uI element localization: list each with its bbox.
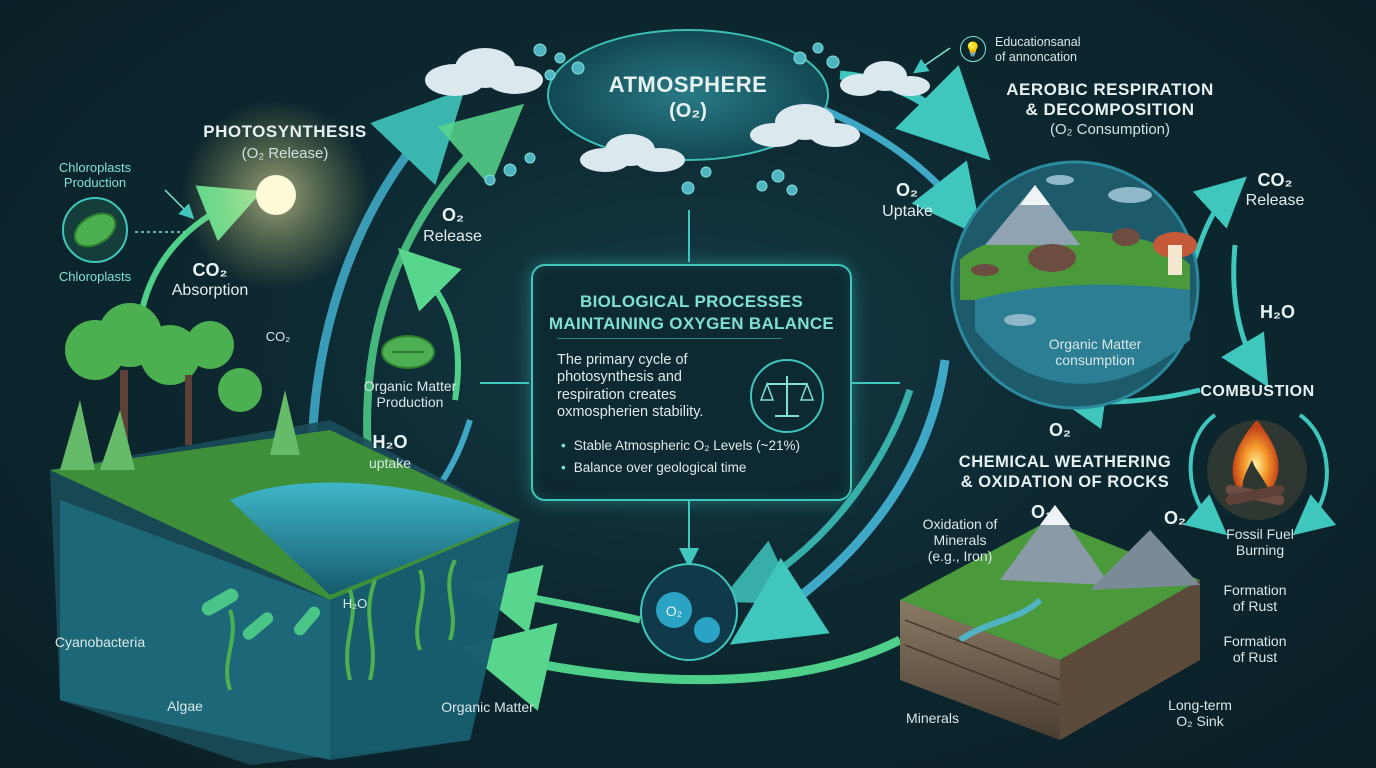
organic-matter-label: Organic Matter xyxy=(430,699,545,715)
o2-release-label: Release xyxy=(410,228,495,246)
co2-absorption-label: Absorption xyxy=(160,282,260,300)
chloroplasts-label: Chloroplasts xyxy=(40,270,150,285)
photosynthesis-title: PHOTOSYNTHESIS xyxy=(185,122,385,142)
atmosphere-formula: (O₂) xyxy=(588,100,788,123)
edu-note-line2: of annoncation xyxy=(995,50,1077,64)
central-title-2: MAINTAINING OXYGEN BALANCE xyxy=(533,314,850,334)
cloud-right xyxy=(840,61,930,96)
central-divider xyxy=(557,338,782,339)
h2o-uptake-label: uptake xyxy=(360,455,420,471)
co2-small-label: CO₂ xyxy=(258,330,298,345)
o2-release-formula: O₂ xyxy=(428,205,478,226)
combustion-title: COMBUSTION xyxy=(1190,383,1325,401)
lightbulb-icon: 💡 xyxy=(960,36,986,62)
o2-molecule-label: O₂ xyxy=(666,603,682,619)
fossil-fuel-label: Fossil Fuel Burning xyxy=(1210,526,1310,558)
weathering-o2-left: O₂ xyxy=(1022,502,1062,523)
o2-right-label: O₂ xyxy=(1040,420,1080,441)
weathering-o2-right: O₂ xyxy=(1155,508,1195,529)
rust-label-1: Formation of Rust xyxy=(1205,582,1305,614)
h2o-uptake-formula: H₂O xyxy=(360,432,420,453)
h2o-right-label: H₂O xyxy=(1250,302,1305,323)
cloud-left xyxy=(425,48,543,96)
central-bullet-2: Balance over geological time xyxy=(561,460,746,475)
left-ecosystem xyxy=(50,303,520,765)
arrow-bottom-left-2 xyxy=(495,590,640,620)
central-info-box: BIOLOGICAL PROCESSES MAINTAINING OXYGEN … xyxy=(531,264,852,501)
organic-matter-production-label: Organic Matter Production xyxy=(350,378,470,410)
weathering-title-1: CHEMICAL WEATHERING xyxy=(945,453,1185,472)
respiration-subtitle: (O₂ Consumption) xyxy=(980,121,1240,138)
co2-absorption-formula: CO₂ xyxy=(175,260,245,281)
respiration-title-2: & DECOMPOSITION xyxy=(980,100,1240,120)
edu-pointer xyxy=(918,48,950,70)
o2-uptake-label: Uptake xyxy=(870,203,945,221)
o2-molecule-icon: O₂ xyxy=(641,564,737,660)
edu-note-line1: Educationsanal xyxy=(995,35,1080,49)
respiration-scene xyxy=(952,162,1198,408)
o2-sink-label: Long-term O₂ Sink xyxy=(1150,697,1250,729)
weathering-title-2: & OXIDATION OF ROCKS xyxy=(945,473,1185,492)
fire-icon xyxy=(1207,420,1307,520)
central-title-1: BIOLOGICAL PROCESSES xyxy=(533,292,850,312)
co2-release-formula: CO₂ xyxy=(1245,170,1305,191)
co2-release-label: Release xyxy=(1235,192,1315,210)
atmosphere-title: ATMOSPHERE xyxy=(588,72,788,97)
balance-scale-icon xyxy=(747,356,827,436)
photosynthesis-subtitle: (O₂ Release) xyxy=(185,145,385,162)
chloroplasts-production-label: Chloroplasts Production xyxy=(40,161,150,191)
minerals-label: Minerals xyxy=(895,710,970,726)
algae-label: Algae xyxy=(160,698,210,714)
central-description: The primary cycle of photosynthesis and … xyxy=(557,352,737,422)
h2o-water-label: H₂O xyxy=(335,597,375,612)
respiration-title-1: AEROBIC RESPIRATION xyxy=(980,80,1240,100)
rust-label-2: Formation of Rust xyxy=(1205,633,1305,665)
oxidation-label: Oxidation of Minerals (e.g., Iron) xyxy=(905,516,1015,564)
cyanobacteria-label: Cyanobacteria xyxy=(40,634,160,650)
organic-consumption-label: Organic Matter consumption xyxy=(1035,336,1155,368)
central-bullet-1: Stable Atmospheric O₂ Levels (~21%) xyxy=(561,438,800,453)
o2-uptake-formula: O₂ xyxy=(882,180,932,201)
trees-left xyxy=(65,303,262,445)
